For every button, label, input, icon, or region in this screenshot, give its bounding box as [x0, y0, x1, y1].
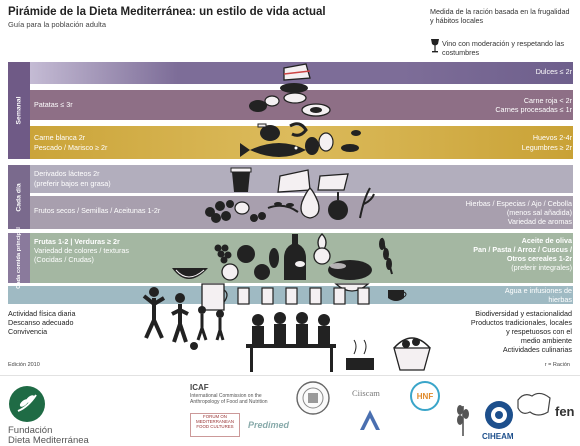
side-strip-every-meal — [8, 233, 30, 283]
sweets-label: Dulces ≤ 2r — [535, 67, 572, 76]
portion-note: Medida de la ración basada en la frugali… — [430, 7, 570, 25]
olive-oil-bottle-icon — [284, 234, 306, 280]
water-glasses-icon — [237, 287, 370, 305]
salt-note: (menos sal añadida) — [506, 208, 572, 217]
predimed-logo: Predimed — [248, 420, 290, 430]
nuts-icon — [205, 200, 234, 223]
band-nuts — [8, 196, 573, 229]
national-service-logo-icon — [360, 410, 380, 430]
icaf-logo: ICAF — [190, 383, 209, 392]
cooking-pot-icon — [346, 339, 374, 370]
eggs-icon — [305, 130, 361, 155]
sausage-icon — [301, 103, 331, 117]
pyramid-illustration — [172, 63, 431, 372]
page-subtitle: Guía para la población adulta — [8, 20, 106, 29]
hnf-logo-icon: HNF — [410, 381, 440, 411]
fen-logo: fen — [555, 404, 575, 419]
yogurt-icon — [230, 167, 252, 192]
water-label-1: Agua e infusiones de — [504, 286, 572, 295]
forum-logo: FORUM ON MEDITERRANEAN FOOD CULTURES — [190, 413, 240, 437]
apple-icon — [237, 245, 255, 263]
cake-icon — [280, 63, 311, 104]
side-strip-weekly — [8, 62, 30, 159]
watermelon-icon — [172, 268, 208, 279]
physical-activity-label: Actividad física diaria — [8, 309, 76, 318]
environment-label-1: y respetuosos con el — [506, 327, 572, 336]
cherries-icon — [250, 212, 266, 222]
icaf-description: International Commission on the Anthropo… — [190, 393, 268, 405]
fish-icon — [240, 143, 306, 157]
cereals-label: Pan / Pasta / Arroz / Cuscus / — [473, 245, 572, 254]
white-meat-label: Carne blanca 2r — [34, 133, 86, 142]
family-meal-icon — [246, 312, 336, 372]
water-jug-icon — [201, 283, 228, 311]
bread-icon — [328, 260, 372, 280]
ration-note: r = Ración — [544, 362, 570, 368]
ciheam-name: CIHEAM — [482, 432, 514, 441]
ciheam-logo-icon — [485, 401, 513, 429]
conviviality-label: Convivencia — [8, 327, 48, 336]
olive-branch-icon — [267, 202, 299, 213]
potatoes-label: Patatas ≤ 3r — [34, 100, 73, 109]
svg-text:HNF: HNF — [417, 392, 434, 401]
fruits-veg-label: Frutas 1-2 | Verduras ≥ 2r — [34, 237, 120, 246]
variety-label: Variedad de colores / texturas — [34, 246, 129, 255]
culinary-label: Actividades culinarias — [502, 345, 572, 354]
fish-label: Pescado / Marisco ≥ 2r — [34, 143, 108, 152]
garlic-icon — [300, 187, 320, 219]
side-label-weekly: Semanal — [15, 96, 23, 125]
grapes-icon — [214, 244, 232, 264]
dairy-note: (preferir bajos en grasa) — [34, 179, 111, 188]
herbs-label: Hierbas / Especias / Ajo / Cebolla — [465, 199, 572, 208]
vegetables-icon — [254, 248, 279, 280]
foundation-logo-icon — [9, 386, 45, 422]
orange-icon — [221, 263, 239, 281]
biodiversity-label: Biodiversidad y estacionalidad — [475, 309, 572, 318]
herbs-icon — [359, 187, 375, 219]
side-label-every-meal: Cada comida principal — [16, 227, 23, 289]
shrimp-icon — [289, 122, 308, 137]
onion-icon — [328, 192, 348, 220]
tea-cup-icon — [388, 290, 407, 301]
edition-label: Edición 2010 — [8, 362, 40, 368]
processed-meat-label: Carnes procesadas ≤ 1r — [495, 105, 572, 114]
wine-note: Vino con moderación y respetando las cos… — [442, 39, 565, 57]
legumes-label: Legumbres ≥ 2r — [521, 143, 572, 152]
mediterranean-map-icon — [517, 392, 551, 416]
university-seal-icon — [296, 381, 330, 415]
ciiscam-logo: Ciiscam — [352, 388, 380, 398]
nuts-label: Frutos secos / Semillas / Aceitunas 1-2r — [34, 206, 161, 215]
potatoes-icon — [249, 95, 280, 112]
cooked-raw-label: (Cocidas / Crudas) — [34, 255, 94, 264]
footer-divider — [0, 375, 580, 376]
artichoke-icon — [313, 233, 331, 265]
eggs-label: Huevos 2-4r — [532, 133, 572, 142]
basket-icon — [393, 337, 431, 371]
physical-activity-icon — [142, 287, 225, 350]
wheat-icon — [379, 237, 393, 275]
rest-label: Descanso adecuado — [8, 318, 74, 327]
wholegrain-note: (preferir integrales) — [511, 263, 572, 272]
red-meat-label: Carne roja < 2r — [523, 96, 572, 105]
olive-oil-label: Aceite de oliva — [521, 236, 572, 245]
wheat-logo-icon — [457, 405, 469, 436]
traditional-products-label: Productos tradicionales, locales — [470, 318, 572, 327]
dairy-label: Derivados lácteos 2r — [34, 169, 100, 178]
walnut-icon — [234, 201, 250, 215]
cheese-icon — [277, 169, 349, 193]
water-label-2: hierbas — [548, 295, 572, 304]
environment-label-2: medio ambiente — [520, 336, 572, 345]
side-label-daily: Cada día — [15, 182, 23, 212]
chicken-leg-icon — [257, 123, 280, 141]
foundation-name: Fundación Dieta Mediterránea — [8, 425, 89, 446]
wine-glass-icon — [430, 38, 440, 59]
side-strip-daily — [8, 165, 30, 229]
page-title: Pirámide de la Dieta Mediterránea: un es… — [8, 6, 326, 18]
other-cereals-label: Otros cereales 1-2r — [506, 254, 572, 263]
aromas-label: Variedad de aromas — [507, 217, 572, 226]
